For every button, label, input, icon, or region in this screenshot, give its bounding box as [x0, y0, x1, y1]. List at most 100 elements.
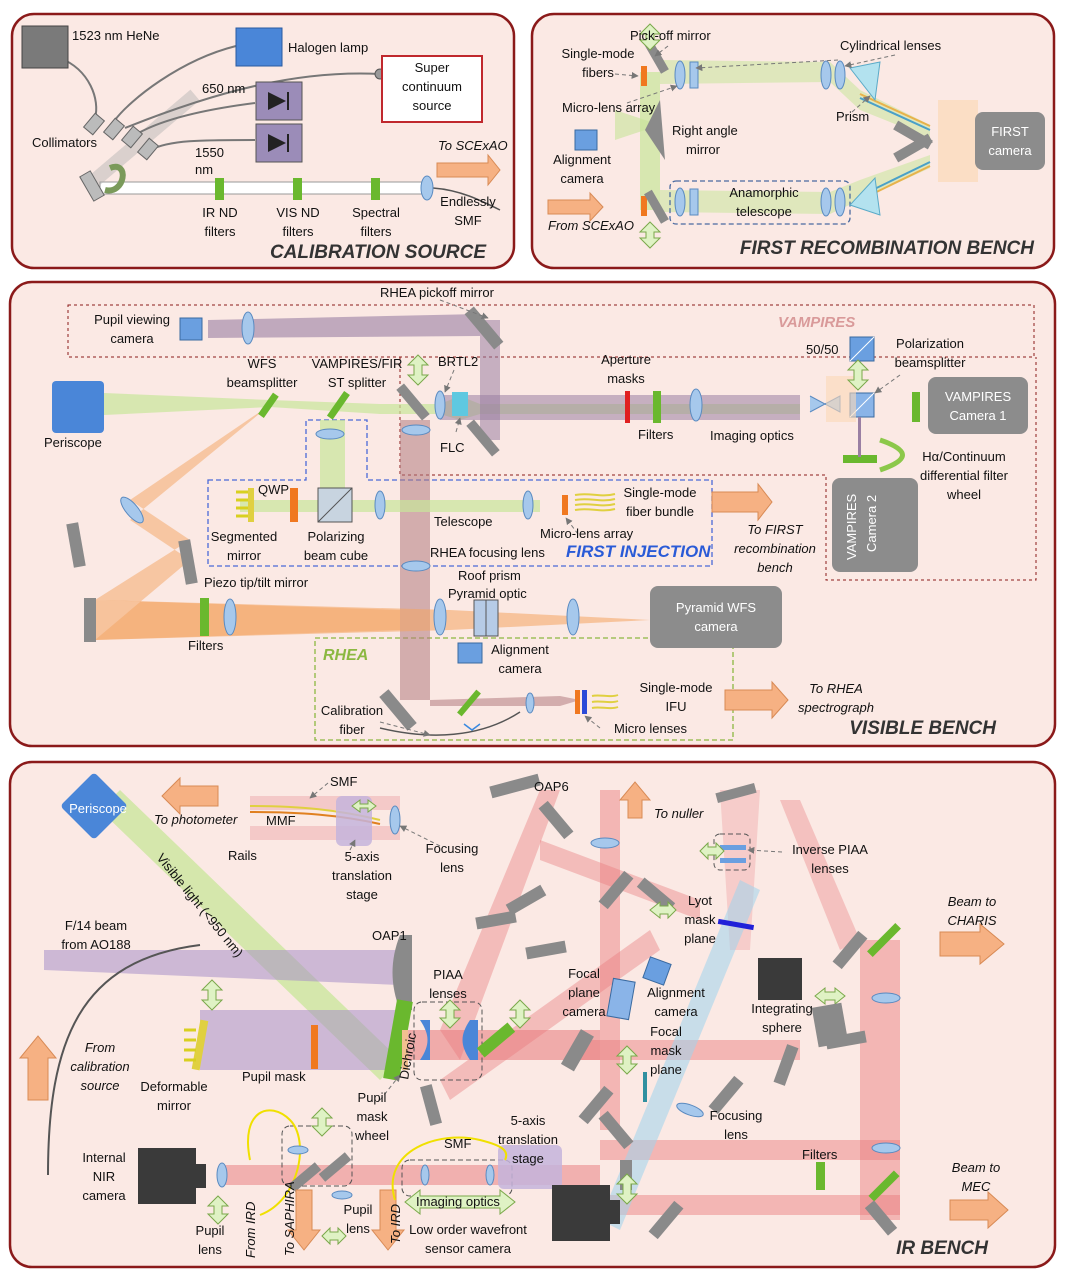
lowo-label-2: sensor camera [425, 1241, 512, 1256]
from-ird-label: From IRD [243, 1202, 258, 1258]
pyramid-wfs-label-1: Pyramid WFS [676, 600, 757, 615]
recombination-title: FIRST RECOMBINATION BENCH [740, 238, 1035, 259]
anamorphic-label-1: Anamorphic [729, 185, 799, 200]
aperture-label-1: Aperture [601, 352, 651, 367]
polarization-label-1: Polarization [896, 336, 964, 351]
calibration-title: CALIBRATION SOURCE [270, 242, 487, 263]
endlessly-label-1: Endlessly [440, 194, 496, 209]
filters-ir-label: Filters [802, 1147, 838, 1162]
pupil-viewing-label-2: camera [110, 331, 154, 346]
wfs-bs-label-1: WFS [248, 356, 277, 371]
stage5-label-3: stage [346, 887, 378, 902]
recombination-panel [530, 12, 1056, 270]
endlessly-label-2: SMF [454, 213, 482, 228]
to-nuller-label: To nuller [654, 806, 704, 821]
internal-nir-label-1: Internal [82, 1150, 125, 1165]
calibration-labels: 1523 nm HeNe Halogen lamp Super continuu… [32, 28, 508, 263]
smf-label-2: fibers [582, 65, 614, 80]
rhea-pickoff-label: RHEA pickoff mirror [380, 285, 495, 300]
inverse-piaa-label-2: lenses [811, 861, 849, 876]
focal-mask-label-3: plane [650, 1062, 682, 1077]
vampires-cam1-label-2: Camera 1 [949, 408, 1006, 423]
mla-label-visible: Micro-lens array [540, 526, 634, 541]
anamorphic-label-2: telescope [736, 204, 792, 219]
segmented-label-2: mirror [227, 548, 262, 563]
fpc-label-1: Focal [568, 966, 600, 981]
to-first-label-1: To FIRST [747, 522, 803, 537]
pupil-lens-label-1: Pupil [196, 1223, 225, 1238]
lyot-label-1: Lyot [688, 893, 712, 908]
hene-label: 1523 nm HeNe [72, 28, 159, 43]
periscope-ir-label: Periscope [69, 801, 127, 816]
telescope-label: Telescope [434, 514, 493, 529]
vampires-first-label-1: VAMPIRES/FIR [312, 356, 403, 371]
ir-bench-labels: Periscope To photometer SMF MMF Rails 5-… [61, 774, 1000, 1259]
f14-label-1: F/14 beam [65, 918, 127, 933]
stage5b-label-2: translation [498, 1132, 558, 1147]
first-injection-title: FIRST INJECTION [566, 542, 711, 561]
visible-bench-labels: RHEA pickoff mirror Pupil viewing camera… [44, 285, 1011, 739]
rhea-title: RHEA [323, 647, 368, 664]
pupil-lens-label-2: lens [198, 1242, 222, 1257]
1550-label-2: nm [195, 162, 213, 177]
beam-charis-label-2: CHARIS [947, 913, 996, 928]
to-rhea-label-2: spectrograph [798, 700, 874, 715]
beam-mec-label-1: Beam to [952, 1160, 1000, 1175]
rhea-focusing-label: RHEA focusing lens [430, 545, 545, 560]
internal-nir-label-2: NIR [93, 1169, 115, 1184]
piezo-label: Piezo tip/tilt mirror [204, 575, 309, 590]
prism-label: Prism [836, 109, 869, 124]
supercontinuum-line-3: source [412, 98, 451, 113]
integrating-label-2: sphere [762, 1020, 802, 1035]
first-camera-label-2: camera [988, 143, 1032, 158]
smf-ifu-label-1: Single-mode [640, 680, 713, 695]
deformable-label-1: Deformable [140, 1079, 207, 1094]
stage5b-label-1: 5-axis [511, 1113, 546, 1128]
align-cam-label-2: camera [498, 661, 542, 676]
halpha-label-2: differential filter [920, 468, 1009, 483]
halpha-label-1: Hα/Continuum [922, 449, 1005, 464]
alignment-cam-ir-label-1: Alignment [647, 985, 705, 1000]
focal-mask-label-2: mask [650, 1043, 682, 1058]
integrating-label-1: Integrating [751, 1001, 812, 1016]
vampires-label: VAMPIRES [778, 314, 855, 331]
vis-nd-label-1: VIS ND [276, 205, 319, 220]
vampires-cam2-label-2: Camera 2 [864, 495, 879, 552]
from-calib-label-2: calibration [70, 1059, 129, 1074]
smf-ir-label: SMF [330, 774, 358, 789]
brtl2-label: BRTL2 [438, 354, 478, 369]
imaging-optics-ir-label: Imaging optics [416, 1194, 500, 1209]
pupil-mask-label: Pupil mask [242, 1069, 306, 1084]
spectral-label-2: filters [360, 224, 392, 239]
pupil-viewing-label-1: Pupil viewing [94, 312, 170, 327]
pyramid-wfs-label-2: camera [694, 619, 738, 634]
fpc-label-3: camera [562, 1004, 606, 1019]
right-angle-label-1: Right angle [672, 123, 738, 138]
lyot-label-2: mask [684, 912, 716, 927]
to-photometer-label: To photometer [154, 812, 238, 827]
roof-label: Roof prism [458, 568, 521, 583]
lyot-label-3: plane [684, 931, 716, 946]
filters-label: Filters [638, 427, 674, 442]
cylindrical-label: Cylindrical lenses [840, 38, 942, 53]
f14-label-2: from AO188 [61, 937, 130, 952]
polarization-label-2: beamsplitter [895, 355, 966, 370]
periscope-label: Periscope [44, 435, 102, 450]
mmf-label: MMF [266, 813, 296, 828]
ir-title: IR BENCH [896, 1238, 989, 1259]
from-calib-label-1: From [85, 1040, 116, 1055]
visible-title: VISIBLE BENCH [849, 718, 997, 739]
stage5b-label-3: stage [512, 1151, 544, 1166]
vampires-first-label-2: ST splitter [328, 375, 387, 390]
lowo-label-1: Low order wavefront [409, 1222, 527, 1237]
vis-nd-label-2: filters [282, 224, 314, 239]
qwp-label: QWP [258, 482, 289, 497]
polarizing-label-1: Polarizing [307, 529, 364, 544]
imaging-label: Imaging optics [710, 428, 794, 443]
first-camera-label-1: FIRST [991, 124, 1029, 139]
ir-nd-label-2: filters [204, 224, 236, 239]
calib-fiber-label-1: Calibration [321, 703, 383, 718]
align-cam-label-1: Alignment [491, 642, 549, 657]
pupil-wheel-label-1: Pupil [358, 1090, 387, 1105]
